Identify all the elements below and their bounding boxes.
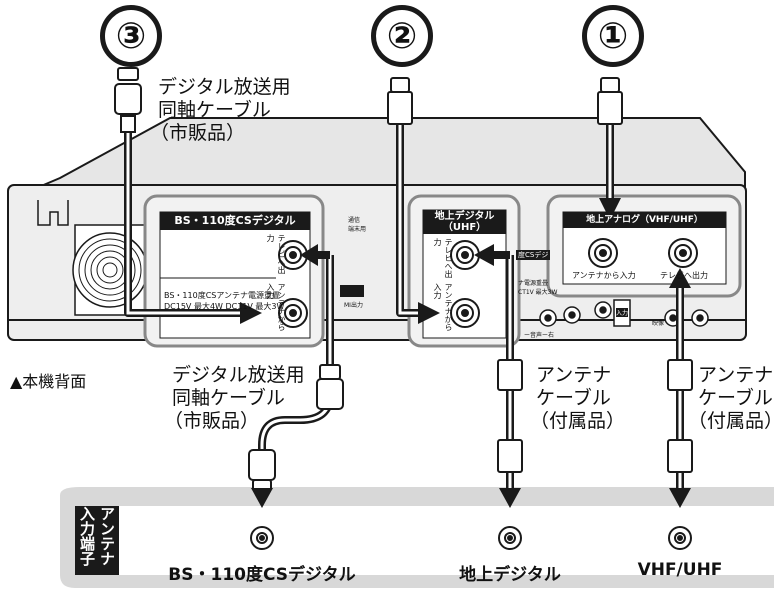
connector-bs-wall bbox=[248, 449, 276, 491]
arrow-bs-jack bbox=[300, 244, 318, 266]
digital-cable-label-top-2: 同軸ケーブル bbox=[158, 99, 271, 121]
bs-stub-label: 度CSデジ bbox=[516, 250, 551, 260]
analog-output-label: テレビへ出力 bbox=[660, 271, 708, 280]
digital-cable-label-bottom-1: デジタル放送用 bbox=[172, 364, 305, 386]
antenna-cable-label-right-1: アンテナ bbox=[698, 364, 774, 386]
wall-outlet-label-terr: 地上デジタル bbox=[459, 565, 561, 585]
connector-terr bbox=[497, 359, 523, 473]
hdmi-port bbox=[340, 285, 364, 297]
arrow-cable-3 bbox=[240, 302, 262, 324]
wall-outlet-label-bs: BS・110度CSデジタル bbox=[168, 565, 356, 585]
connector-2-top bbox=[387, 77, 413, 125]
terr-output-label: テレビへ出力 bbox=[433, 238, 453, 278]
connector-analog bbox=[667, 359, 693, 473]
antenna-cable-label-mid-2: ケーブル bbox=[536, 387, 611, 409]
av-jacks bbox=[539, 299, 709, 327]
connector-1-top bbox=[597, 77, 623, 125]
terr-input-label: アンテナから入力 bbox=[433, 283, 453, 331]
bs-input-label: アンテナから入力 bbox=[266, 283, 286, 331]
terr-panel-title-2: （UHF） bbox=[423, 222, 506, 233]
digital-cable-label-bottom-3: （市販品） bbox=[164, 410, 260, 432]
analog-panel-title: 地上アナログ（VHF/UHF） bbox=[563, 212, 726, 228]
back-caption: ▲本機背面 bbox=[10, 372, 87, 391]
step-circle-2: ② bbox=[371, 5, 433, 67]
step-circle-3: ③ bbox=[100, 5, 162, 67]
connector-bs-mid bbox=[316, 364, 344, 410]
antenna-wall-inner bbox=[75, 506, 774, 575]
antenna-cable-label-right-2: ケーブル bbox=[698, 387, 773, 409]
bs-power-spec: DC15V 最大4W DC11V 最大3W bbox=[164, 302, 285, 311]
antenna-wall-header: アンテナ入力端子 bbox=[78, 506, 116, 566]
antenna-cable-label-mid-3: （付属品） bbox=[530, 410, 626, 432]
wall-outlets bbox=[250, 526, 692, 550]
comm-terminal-label: 通信 端末用 bbox=[348, 217, 367, 233]
power-stub-label: ナ電源重畳 CT1V 最大3W bbox=[518, 280, 558, 296]
bs-power-label: BS・110度CSアンテナ電源重畳 bbox=[164, 291, 281, 300]
arrow-cable-1 bbox=[599, 198, 621, 220]
connector-3-top bbox=[114, 67, 142, 133]
bs-panel-title: BS・110度CSデジタル bbox=[160, 213, 310, 229]
arrow-terr-jack bbox=[474, 244, 494, 266]
video-stub-label: 映像 bbox=[652, 320, 665, 327]
step-circle-1: ① bbox=[582, 5, 644, 67]
arrow-analog-jack bbox=[669, 268, 691, 288]
terr-panel-title-1: 地上デジタル bbox=[423, 211, 506, 222]
bs-output-label: テレビへ出力 bbox=[266, 234, 286, 274]
panel-jacks bbox=[278, 238, 698, 328]
input-stub-label: 入力 bbox=[616, 308, 629, 317]
fan-vent bbox=[72, 224, 148, 316]
arrow-terr-wall bbox=[499, 488, 521, 508]
cable-3-inner bbox=[126, 85, 245, 315]
digital-cable-label-top-1: デジタル放送用 bbox=[158, 76, 291, 98]
audio-stub-label: ー音声ー右 bbox=[524, 332, 555, 339]
digital-cable-label-bottom-2: 同軸ケーブル bbox=[172, 387, 285, 409]
arrow-cable-2 bbox=[418, 302, 440, 324]
arrow-bs-wall bbox=[251, 488, 273, 508]
arrow-analog-wall bbox=[669, 488, 691, 508]
cable-2-inner bbox=[398, 120, 420, 315]
antenna-cable-label-right-3: （付属品） bbox=[688, 410, 774, 432]
hdmi-output-label: MI出力 bbox=[344, 302, 363, 309]
back-clip bbox=[37, 200, 69, 226]
analog-input-label: アンテナから入力 bbox=[572, 271, 636, 280]
antenna-wall-header-bg bbox=[75, 506, 119, 575]
wall-outlet-label-vhf: VHF/UHF bbox=[637, 560, 723, 580]
antenna-cable-label-mid-1: アンテナ bbox=[536, 364, 612, 386]
digital-cable-label-top-3: （市販品） bbox=[150, 122, 246, 144]
